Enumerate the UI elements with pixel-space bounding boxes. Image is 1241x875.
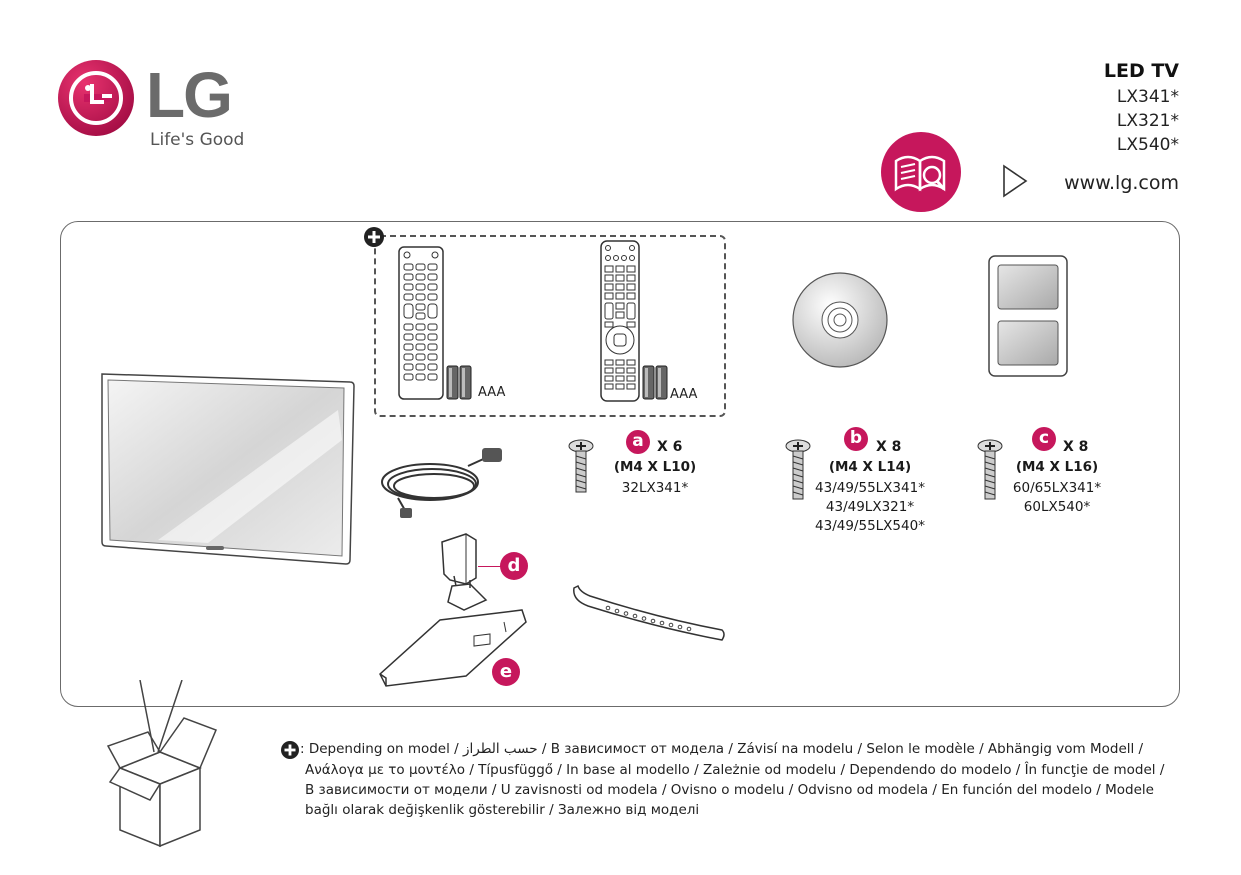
- screw-b-model: 43/49/55LX341*: [815, 480, 925, 496]
- screw-c-size: (M4 X L16): [1015, 459, 1099, 475]
- arrow-right-icon: [1003, 164, 1028, 198]
- open-box-icon: [106, 680, 217, 848]
- screw-b-badge: b: [844, 427, 868, 451]
- tv-set-image: [101, 373, 355, 565]
- screw-a-model: 32LX341*: [621, 480, 689, 496]
- battery-type-label: AAA: [478, 385, 506, 400]
- battery-pair-icon: [642, 365, 668, 400]
- stand-body-d-icon: [441, 533, 488, 611]
- screw-b-model: 43/49/55LX540*: [815, 518, 925, 534]
- model-number: LX341*: [1116, 87, 1179, 107]
- plus-circle-icon: [364, 227, 384, 247]
- manual-booklet-icon: [988, 255, 1068, 377]
- model-number: LX321*: [1116, 111, 1179, 131]
- screw-c-icon: [977, 439, 1003, 500]
- footnote-line: В зависимости от модели / U zavisnosti o…: [305, 782, 1154, 798]
- footnote-line: bağlı olarak değişkenlik gösterebilir / …: [305, 802, 700, 818]
- lg-logo-wordmark: LG: [146, 59, 233, 131]
- stand-body-badge: d: [500, 552, 528, 580]
- screw-b-quantity: X 8: [876, 439, 902, 455]
- screw-b-model: 43/49LX321*: [825, 499, 915, 515]
- battery-type-label: AAA: [670, 387, 698, 402]
- screw-c-model: 60/65LX341*: [1012, 480, 1102, 496]
- screw-a-badge: a: [626, 430, 650, 454]
- screw-c-badge: c: [1032, 427, 1056, 451]
- website-link[interactable]: www.lg.com: [1064, 172, 1179, 194]
- manual-book-icon: [881, 132, 961, 212]
- cd-disc-icon: [792, 272, 888, 368]
- remote-control-1-icon: [398, 246, 444, 400]
- product-title: LED TV: [1103, 60, 1179, 82]
- lg-logo-emblem: [58, 60, 134, 136]
- plus-circle-icon: [281, 741, 299, 759]
- battery-pair-icon: [446, 365, 472, 400]
- footnote-line: : Depending on model / حسب الطراز / В за…: [300, 741, 1144, 757]
- contents-panel: [60, 221, 1180, 707]
- screw-c-quantity: X 8: [1063, 439, 1089, 455]
- power-cord-icon: [381, 448, 502, 518]
- brand-tagline: Life's Good: [150, 130, 245, 150]
- remote-control-2-icon: [600, 240, 640, 402]
- screw-b-size: (M4 X L14): [828, 459, 912, 475]
- stand-base-e-icon: [379, 609, 527, 687]
- screw-c-model: 60LX540*: [1023, 499, 1091, 515]
- footnote-line: Ανάλογα με το μοντέλο / Típusfüggő / In …: [305, 762, 1165, 778]
- screw-a-size: (M4 X L10): [613, 459, 697, 475]
- cable-holder-strip-icon: [573, 584, 725, 641]
- callout-line: [478, 566, 502, 567]
- model-number: LX540*: [1116, 135, 1179, 155]
- stand-base-badge: e: [492, 658, 520, 686]
- screw-a-quantity: X 6: [657, 439, 683, 455]
- optional-remotes-group: [374, 235, 726, 417]
- screw-b-icon: [785, 439, 811, 500]
- screw-a-icon: [568, 439, 594, 493]
